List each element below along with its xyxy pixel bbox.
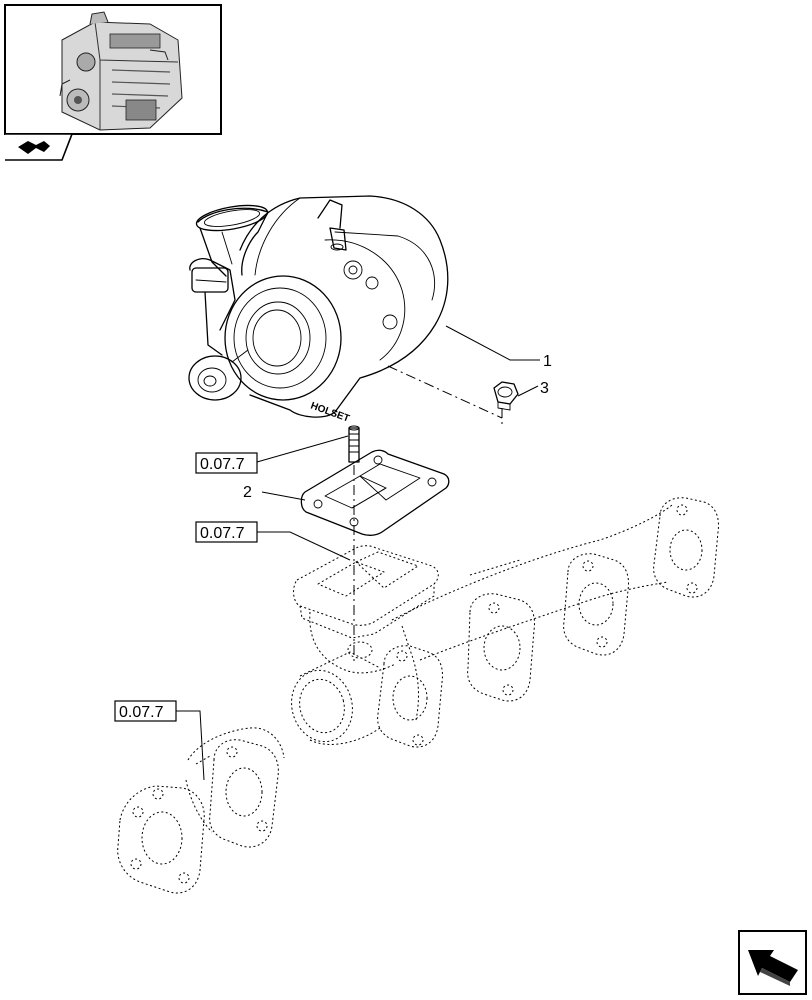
nut-centerline [387,365,503,419]
turbo-brand-stamp: HOLSET [309,400,351,424]
section-nav-arrow-icon [18,141,50,154]
ref-manifold-leader [257,531,351,561]
callout-3-leader [517,385,539,397]
engine-thumbnail-icon [59,11,183,131]
section-nav-tab[interactable] [5,133,74,161]
callout-1-number: 1 [543,353,552,370]
next-page-arrow-icon [748,950,798,986]
ref-box-manifold[interactable]: 0.07.7 [195,521,258,543]
callout-2-leader [261,491,306,501]
callout-2-number: 2 [243,484,252,501]
callout-1-leader [445,325,540,361]
ref-stud-leader [256,435,349,463]
ref-box-stud-label: 0.07.7 [200,456,245,473]
gasket [300,449,450,536]
nut [493,381,519,411]
exhaust-manifold [291,497,719,748]
turbocharger: HOLSET [188,195,449,425]
next-page-button[interactable] [738,930,807,995]
ref-box-manifold-section[interactable]: 0.07.7 [114,700,177,722]
engine-thumbnail[interactable] [4,4,222,135]
stud [348,425,360,463]
ref-box-manifold-section-label: 0.07.7 [119,704,164,721]
callout-3-number: 3 [540,380,549,397]
manifold-end-section [117,727,285,894]
ref-box-stud[interactable]: 0.07.7 [195,452,258,474]
ref-box-manifold-label: 0.07.7 [200,525,245,542]
ref-manifold-section-leader [176,710,205,781]
